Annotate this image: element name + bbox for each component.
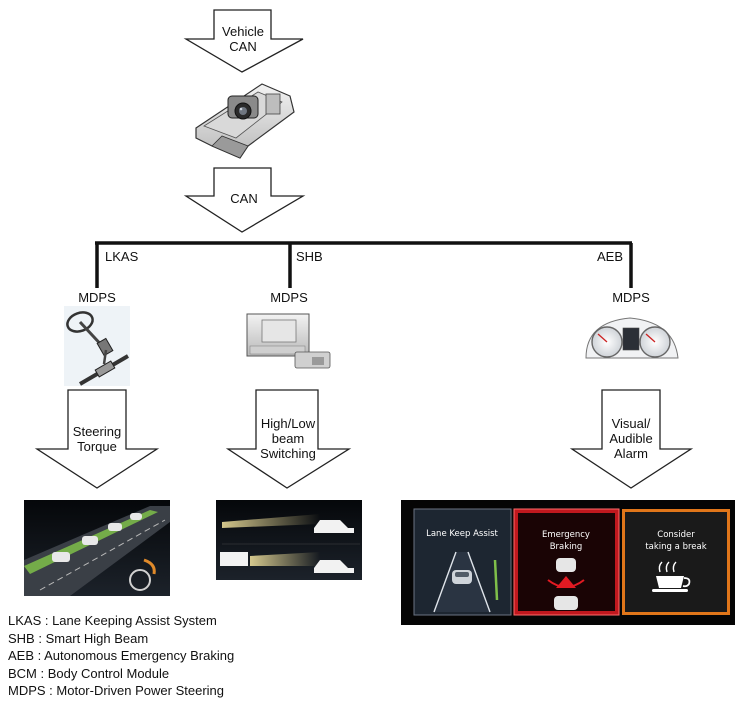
lane-keep-assist-panel: Lane Keep Assist — [413, 508, 512, 616]
warning-icon — [556, 576, 576, 588]
break-message-line2: taking a break — [645, 542, 706, 552]
legend-item: LKAS : Lane Keeping Assist System — [8, 613, 217, 628]
vehicle-can-arrow: Vehicle CAN — [183, 9, 304, 73]
coffee-cup-icon — [652, 561, 691, 592]
steering-torque-arrow: Steering Torque — [34, 389, 160, 489]
module-label-right: MDPS — [612, 290, 650, 305]
module-label-left: MDPS — [78, 290, 116, 305]
car-icon — [314, 520, 354, 533]
alarm-arrow: Visual/ Audible Alarm — [569, 389, 694, 489]
steering-torque-label-line1: Steering — [73, 424, 121, 439]
branch-label-shb: SHB — [296, 249, 323, 264]
vehicle-can-label-line2: CAN — [229, 39, 256, 54]
can-label: CAN — [230, 191, 257, 206]
steering-wheel-icon — [129, 569, 151, 591]
car-icon — [220, 552, 354, 573]
car-icon — [452, 570, 472, 584]
legend-item: MDPS : Motor-Driven Power Steering — [8, 683, 225, 699]
abbreviation-legend: LKAS : Lane Keeping Assist System SHB : … — [8, 612, 234, 700]
beam-switching-label-line3: Switching — [260, 446, 316, 461]
lane-keep-assist-panel-title: Lane Keep Assist — [426, 529, 498, 539]
beam-switching-label-line1: High/Low — [261, 416, 316, 431]
car-icon — [52, 513, 142, 562]
car-icon — [554, 596, 578, 610]
steering-system-image — [64, 306, 130, 386]
break-message-line1: Consider — [657, 530, 695, 540]
headlamp-module-image — [246, 313, 331, 369]
beam-switching-label-line2: beam — [272, 431, 305, 446]
camera-module-image — [195, 83, 295, 159]
legend-item: BCM : Body Control Module — [8, 665, 170, 681]
vehicle-can-label-line1: Vehicle — [222, 24, 264, 39]
car-icon — [556, 558, 576, 572]
module-label-middle: MDPS — [270, 290, 308, 305]
branch-label-aeb: AEB — [597, 249, 623, 264]
legend-item: AEB : Autonomous Emergency Braking — [8, 648, 235, 664]
can-arrow: CAN — [183, 167, 306, 233]
beam-switching-arrow: High/Low beam Switching — [225, 389, 352, 489]
alarm-display-panels: Lane Keep Assist Emergency Braking — [401, 500, 735, 625]
alarm-label-line2: Audible — [609, 431, 652, 446]
emergency-braking-title-line2: Braking — [550, 542, 583, 552]
take-a-break-panel: Consider taking a break — [622, 509, 730, 615]
branch-label-lkas: LKAS — [105, 249, 139, 264]
can-bus-line — [95, 241, 633, 288]
emergency-braking-panel: Emergency Braking — [513, 508, 620, 616]
emergency-braking-title-line1: Emergency — [542, 530, 590, 540]
legend-item: SHB : Smart High Beam — [8, 630, 149, 646]
high-beam-scene-image — [216, 500, 362, 580]
instrument-cluster-image — [585, 317, 679, 359]
alarm-label-line1: Visual/ — [612, 416, 651, 431]
steering-torque-label-line2: Torque — [77, 439, 117, 454]
alarm-label-line3: Alarm — [614, 446, 648, 461]
lane-keeping-road-image — [24, 500, 170, 596]
